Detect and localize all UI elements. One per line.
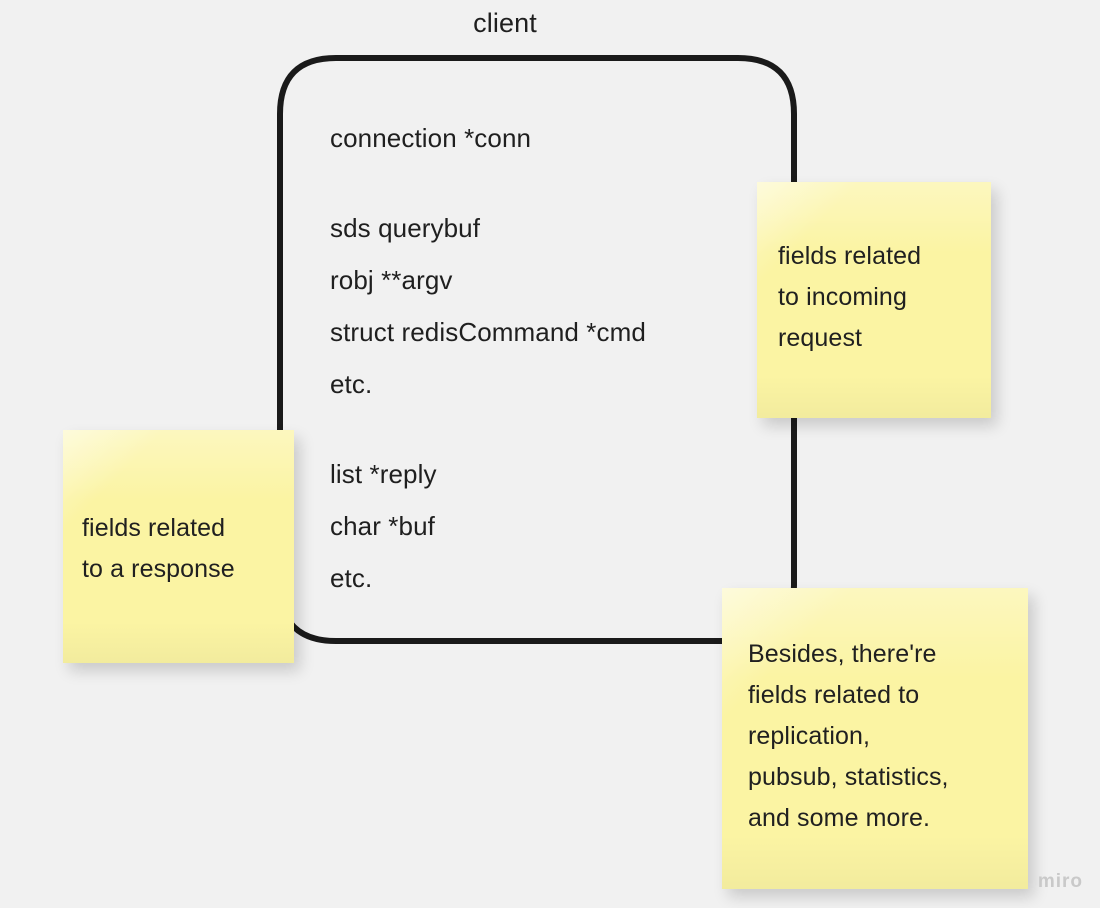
field-group-spacer-1	[330, 164, 760, 202]
field-char-buf: char *buf	[330, 511, 435, 541]
sticky-note-incoming-request-text: fields related to incoming request	[778, 242, 922, 352]
field-reply-etc: etc.	[330, 563, 373, 593]
sticky-note-besides-text: Besides, there're fields related to repl…	[748, 640, 949, 832]
field-group-spacer-2	[330, 410, 760, 448]
sticky-note-response[interactable]: fields related to a response	[63, 430, 294, 663]
field-connection-conn: connection *conn	[330, 123, 532, 153]
sticky-note-response-text: fields related to a response	[82, 514, 235, 583]
field-sds-querybuf: sds querybuf	[330, 213, 481, 243]
field-struct-rediscommand-cmd: struct redisCommand *cmd	[330, 317, 646, 347]
struct-field-list: connection *conn sds querybuf robj **arg…	[330, 112, 760, 604]
sticky-note-incoming-request[interactable]: fields related to incoming request	[757, 182, 991, 418]
field-list-reply: list *reply	[330, 459, 437, 489]
sticky-note-besides[interactable]: Besides, there're fields related to repl…	[722, 588, 1028, 889]
field-request-etc: etc.	[330, 369, 373, 399]
frame-title: client	[473, 8, 537, 38]
miro-watermark: miro	[1037, 871, 1083, 892]
field-robj-argv: robj **argv	[330, 265, 453, 295]
